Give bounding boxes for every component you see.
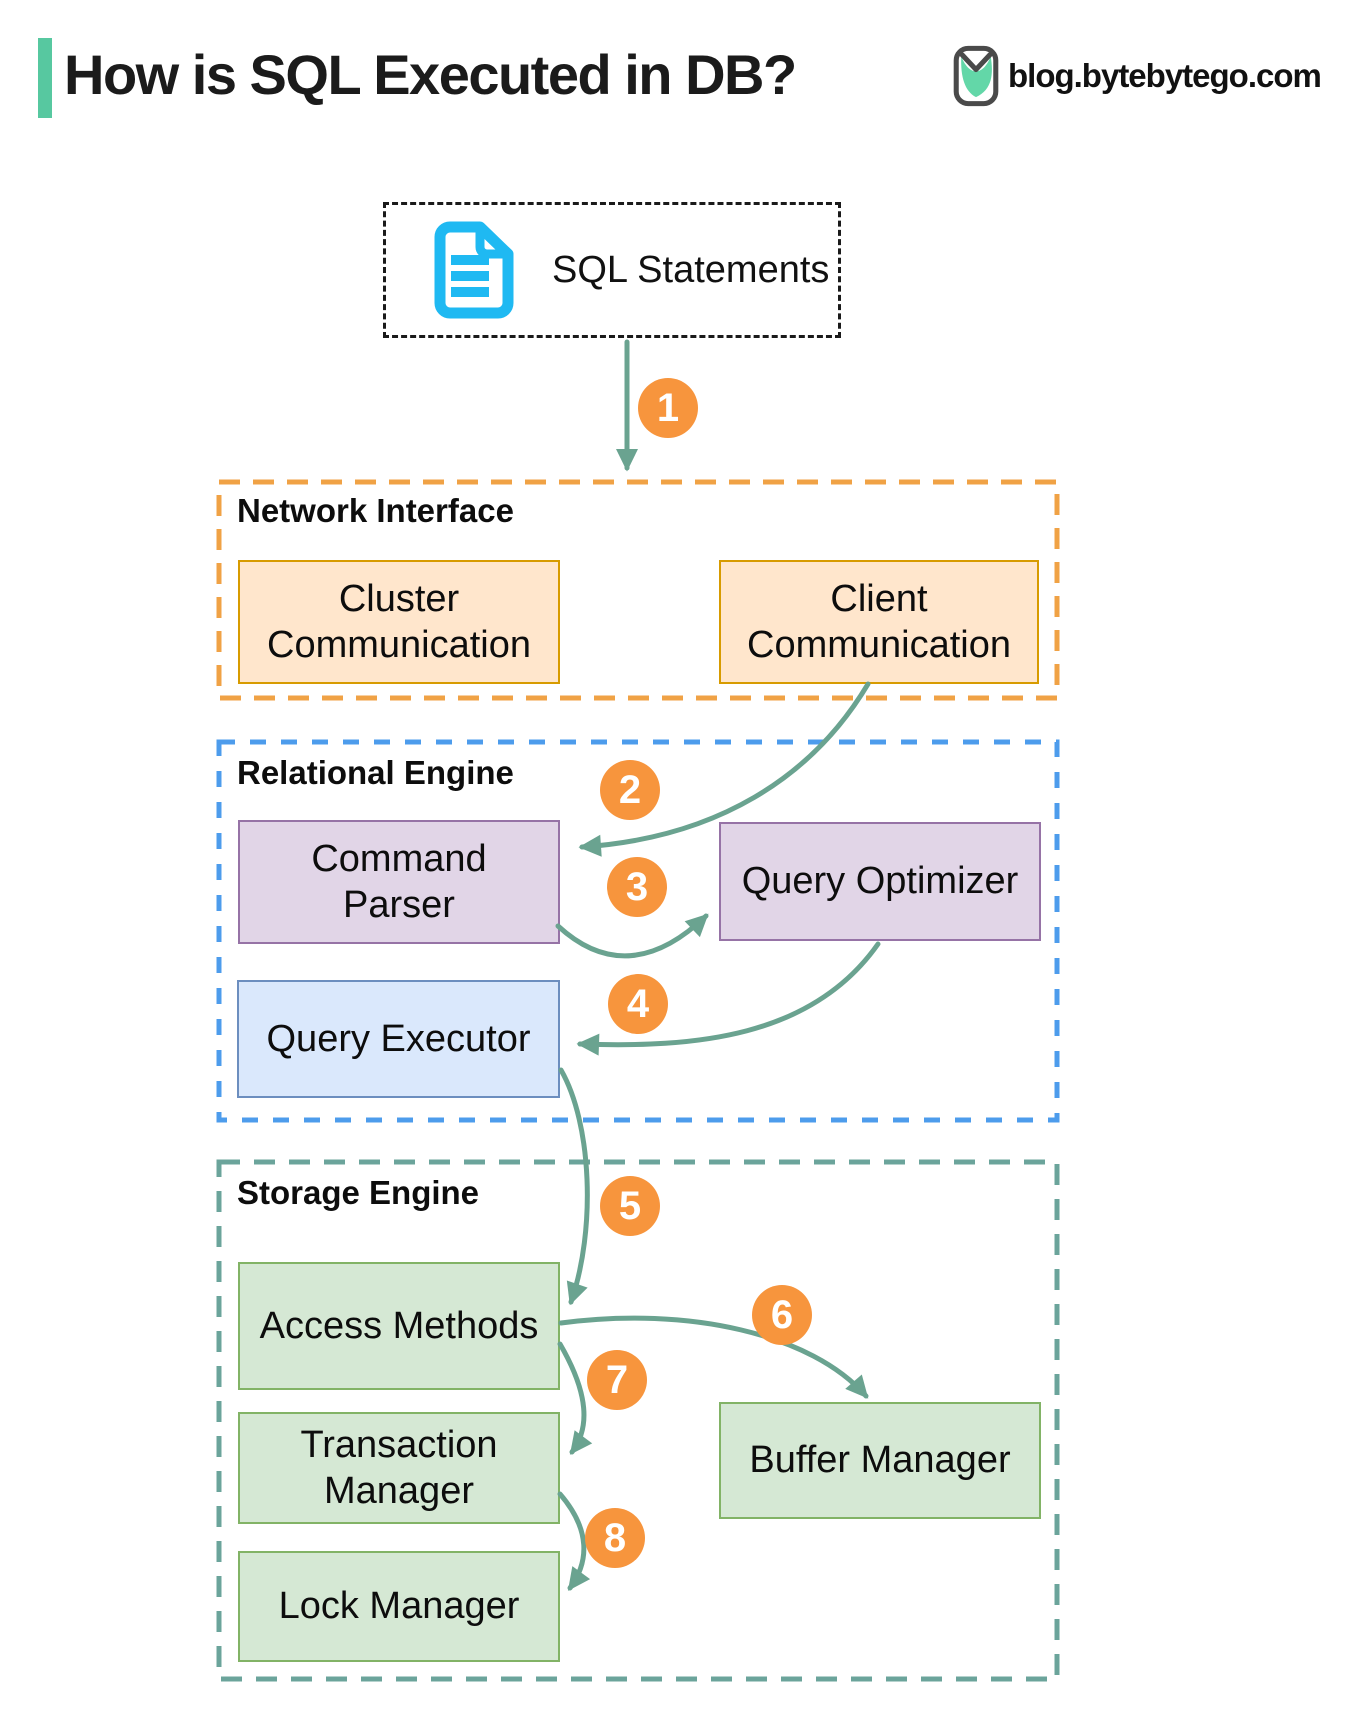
box-access-methods: Access Methods — [238, 1262, 560, 1390]
network-interface-section-label: Network Interface — [237, 492, 514, 529]
step-badge-1: 1 — [638, 378, 698, 438]
bytebytego-logo-icon — [953, 45, 999, 107]
box-command-parser: Command Parser — [238, 820, 560, 944]
box-buffer-manager: Buffer Manager — [719, 1402, 1041, 1519]
step-badge-5: 5 — [600, 1176, 660, 1236]
document-icon — [434, 221, 514, 319]
box-client-communication: Client Communication — [719, 560, 1039, 684]
arrow-step-3 — [555, 913, 709, 959]
relational-engine-section-label: Relational Engine — [237, 754, 514, 791]
brand-url: blog.bytebytego.com — [1008, 57, 1322, 94]
storage-engine-section-label: Storage Engine — [237, 1174, 480, 1211]
box-transaction-manager: Transaction Manager — [238, 1412, 560, 1524]
box-lock-manager: Lock Manager — [238, 1551, 560, 1662]
step-badge-2: 2 — [600, 760, 660, 820]
step-badge-6: 6 — [752, 1285, 812, 1345]
arrow-step-5 — [558, 1067, 590, 1306]
sql-statements-label: SQL Statements — [552, 248, 830, 291]
brand: blog.bytebytego.com — [953, 44, 1322, 108]
step-badge-3: 3 — [607, 857, 667, 917]
page-title: How is SQL Executed in DB? — [64, 43, 797, 106]
box-cluster-communication: Cluster Communication — [238, 560, 560, 684]
arrow-step-7 — [557, 1341, 593, 1455]
arrow-step-8 — [557, 1491, 591, 1591]
box-query-executor: Query Executor — [237, 980, 560, 1098]
step-badge-4: 4 — [608, 974, 668, 1034]
sql-statements-box: SQL Statements — [383, 202, 841, 338]
step-badge-8: 8 — [585, 1508, 645, 1568]
step-badge-7: 7 — [587, 1350, 647, 1410]
box-query-optimizer: Query Optimizer — [719, 822, 1041, 941]
title-accent-bar — [38, 38, 52, 118]
